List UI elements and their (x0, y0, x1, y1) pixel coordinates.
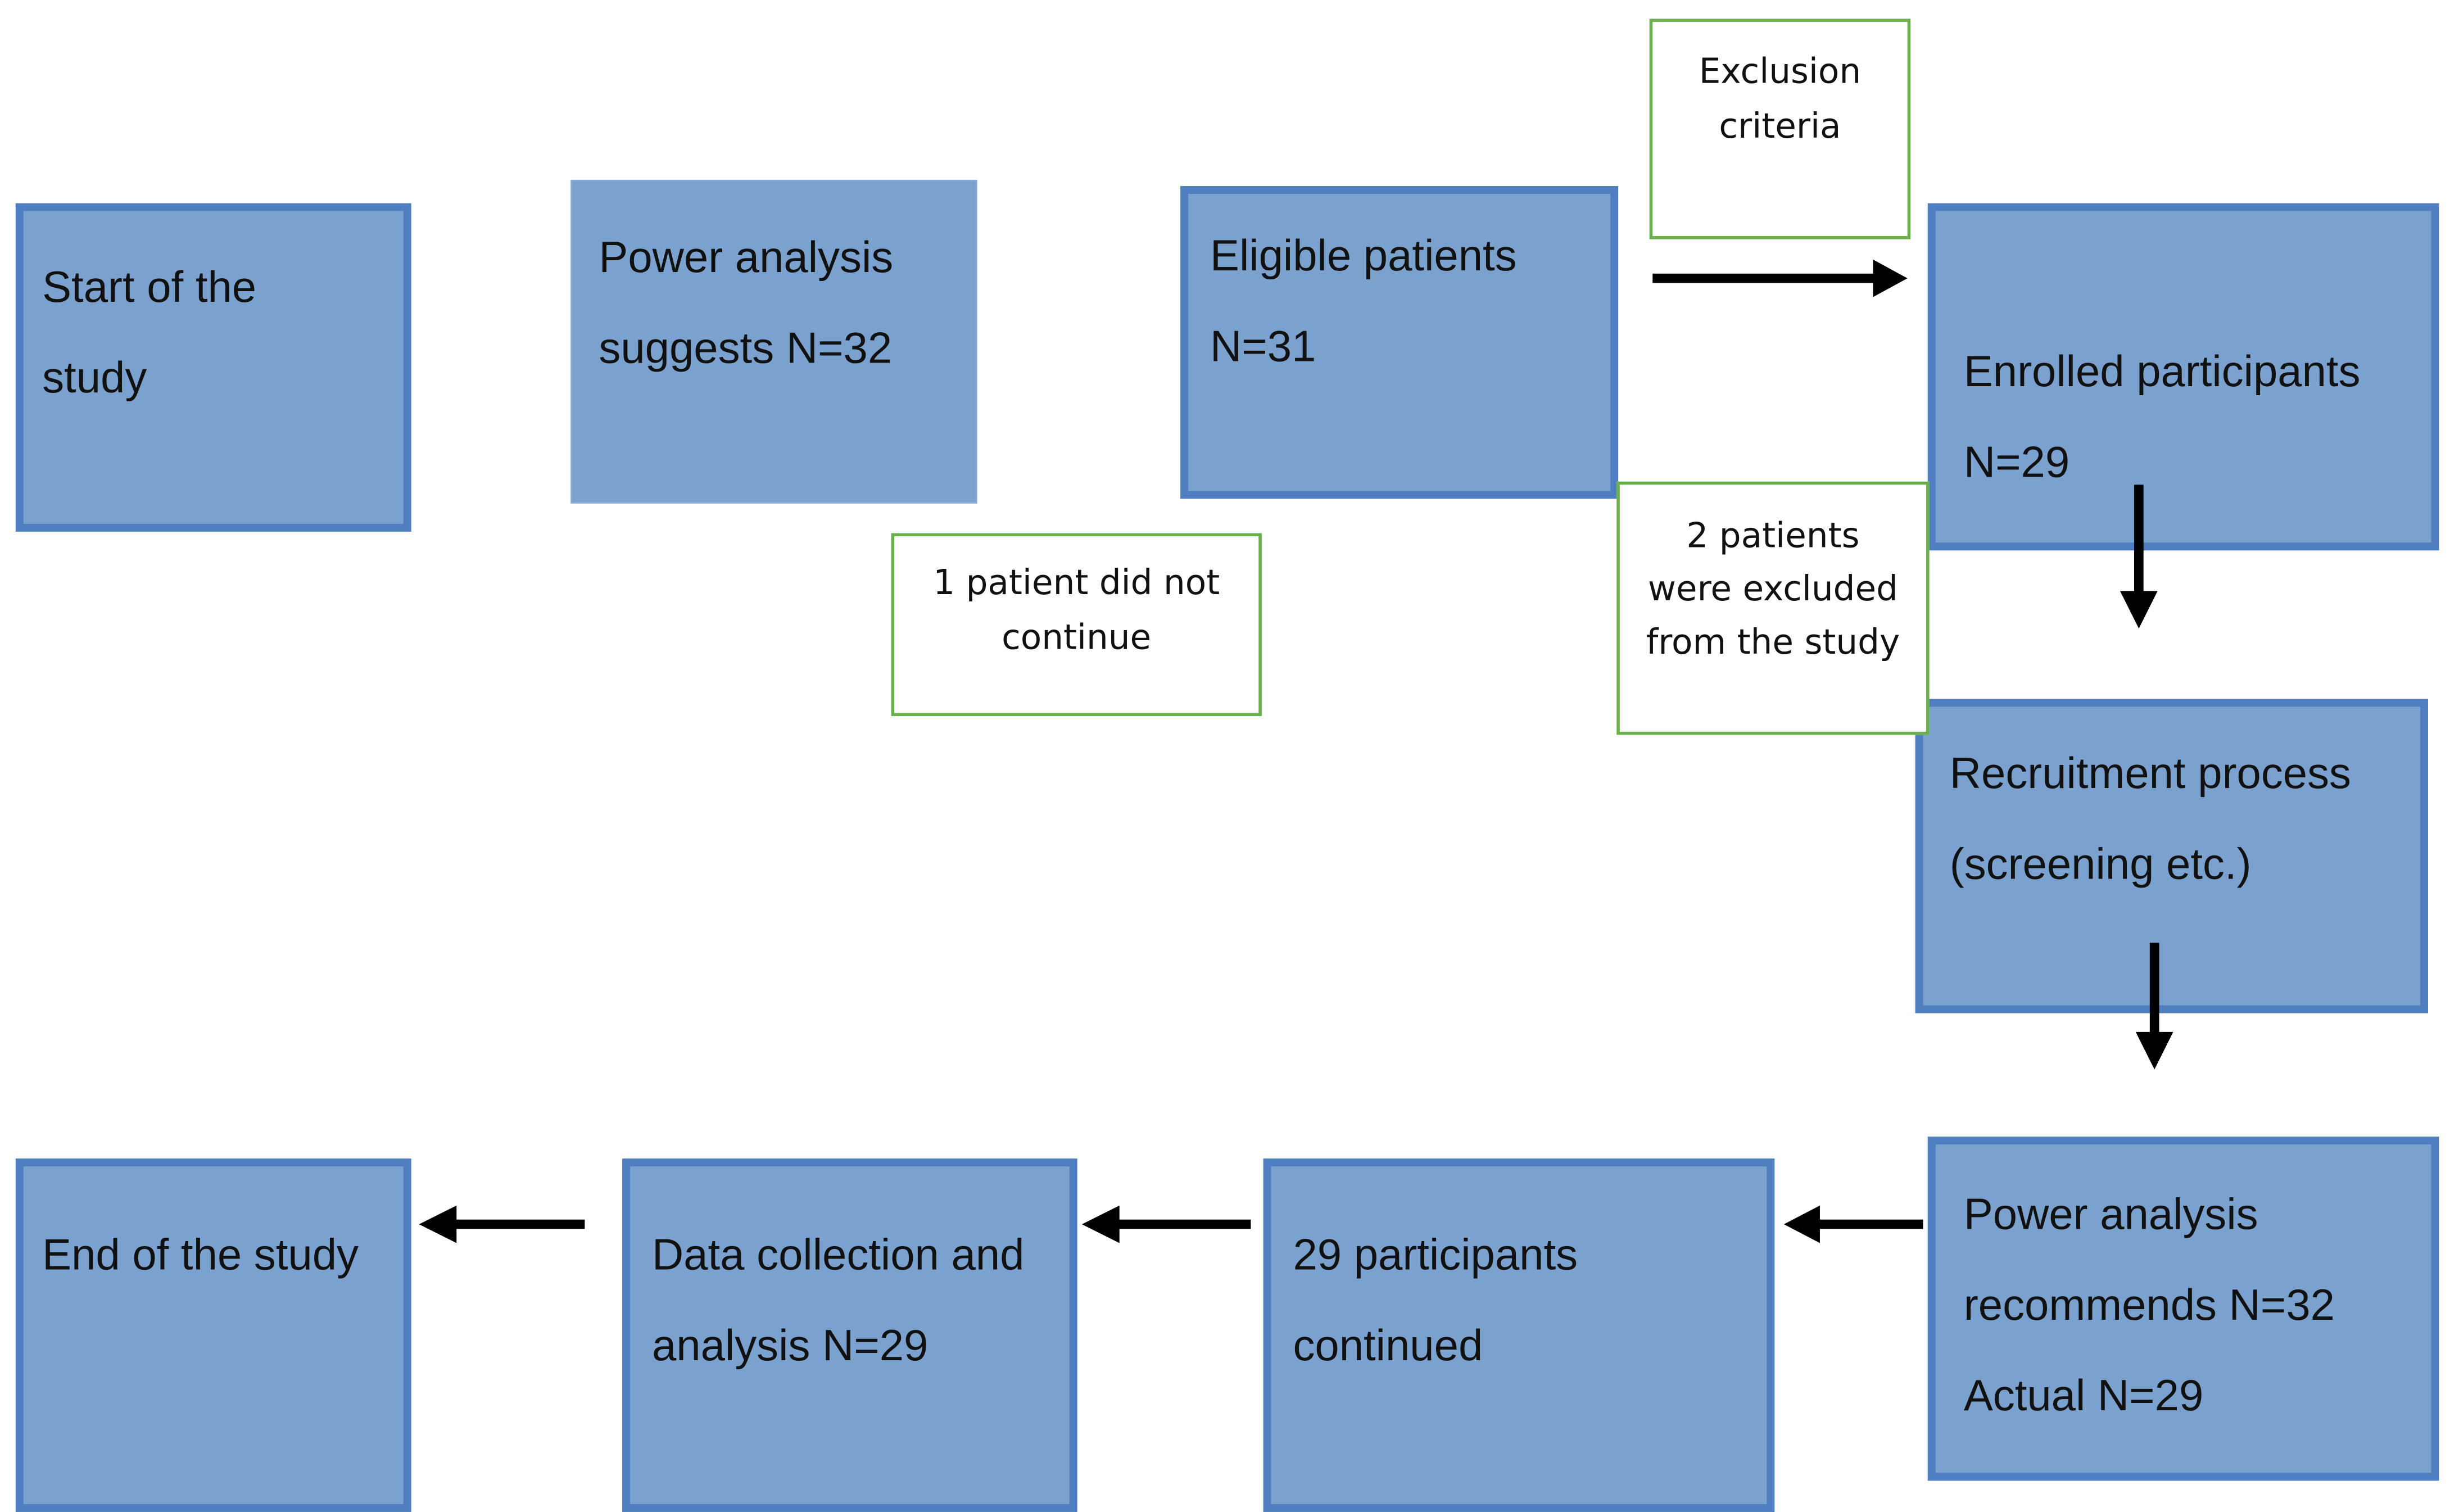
note-line: 1 patient did not (933, 564, 1220, 604)
power-analysis-box: Power analysis suggests N=32 (570, 179, 977, 504)
arrow-right-icon (1652, 259, 1908, 297)
power-analysis-actual-box: Power analysis recommends N=32 Actual N=… (1927, 1137, 2439, 1481)
arrow-left-icon (1081, 1205, 1251, 1243)
box-line: N=31 (1210, 322, 1316, 371)
note-line: were excluded (1647, 571, 1898, 610)
box-line: study (42, 353, 147, 402)
exclusion-criteria-note: Exclusion criteria (1649, 19, 1911, 239)
start-of-study-box: Start of the study (15, 203, 411, 532)
note-line: Exclusion (1699, 53, 1862, 93)
box-line: 29 participants (1293, 1230, 1578, 1279)
box-line: Start of the (42, 262, 257, 311)
note-line: continue (1002, 619, 1152, 659)
box-line: N=29 (1963, 437, 2070, 487)
box-line: Power analysis (1963, 1189, 2258, 1239)
participants-continued-box: 29 participants continued (1263, 1158, 1775, 1512)
box-line: Eligible patients (1210, 231, 1517, 280)
note-line: criteria (1719, 107, 1841, 147)
box-line: Power analysis (599, 233, 894, 282)
box-line: Recruitment process (1949, 749, 2352, 798)
arrow-left-icon (419, 1205, 585, 1243)
box-line: continued (1293, 1321, 1483, 1370)
did-not-continue-note: 1 patient did not continue (891, 533, 1262, 717)
arrow-left-icon (1783, 1205, 1923, 1243)
arrow-down-icon (2135, 943, 2173, 1070)
box-line: analysis N=29 (651, 1321, 929, 1370)
note-line: from the study (1646, 623, 1900, 663)
box-line: End of the study (42, 1230, 359, 1279)
arrow-down-icon (2120, 485, 2158, 629)
box-line: Actual N=29 (1963, 1371, 2204, 1420)
eligible-patients-box: Eligible patients N=31 (1180, 186, 1619, 499)
box-line: (screening etc.) (1949, 839, 2252, 889)
box-line: recommends N=32 (1963, 1280, 2335, 1329)
box-line: Data collection and (651, 1230, 1025, 1279)
enrolled-participants-box: Enrolled participants N=29 (1927, 203, 2439, 551)
box-line: Enrolled participants (1963, 347, 2361, 396)
box-line: suggests N=32 (599, 323, 893, 373)
recruitment-process-box: Recruitment process (screening etc.) (1915, 699, 2428, 1013)
excluded-patients-note: 2 patients were excluded from the study (1616, 481, 1930, 735)
note-line: 2 patients (1686, 517, 1860, 557)
data-collection-box: Data collection and analysis N=29 (622, 1158, 1077, 1512)
end-of-study-box: End of the study (15, 1158, 411, 1512)
